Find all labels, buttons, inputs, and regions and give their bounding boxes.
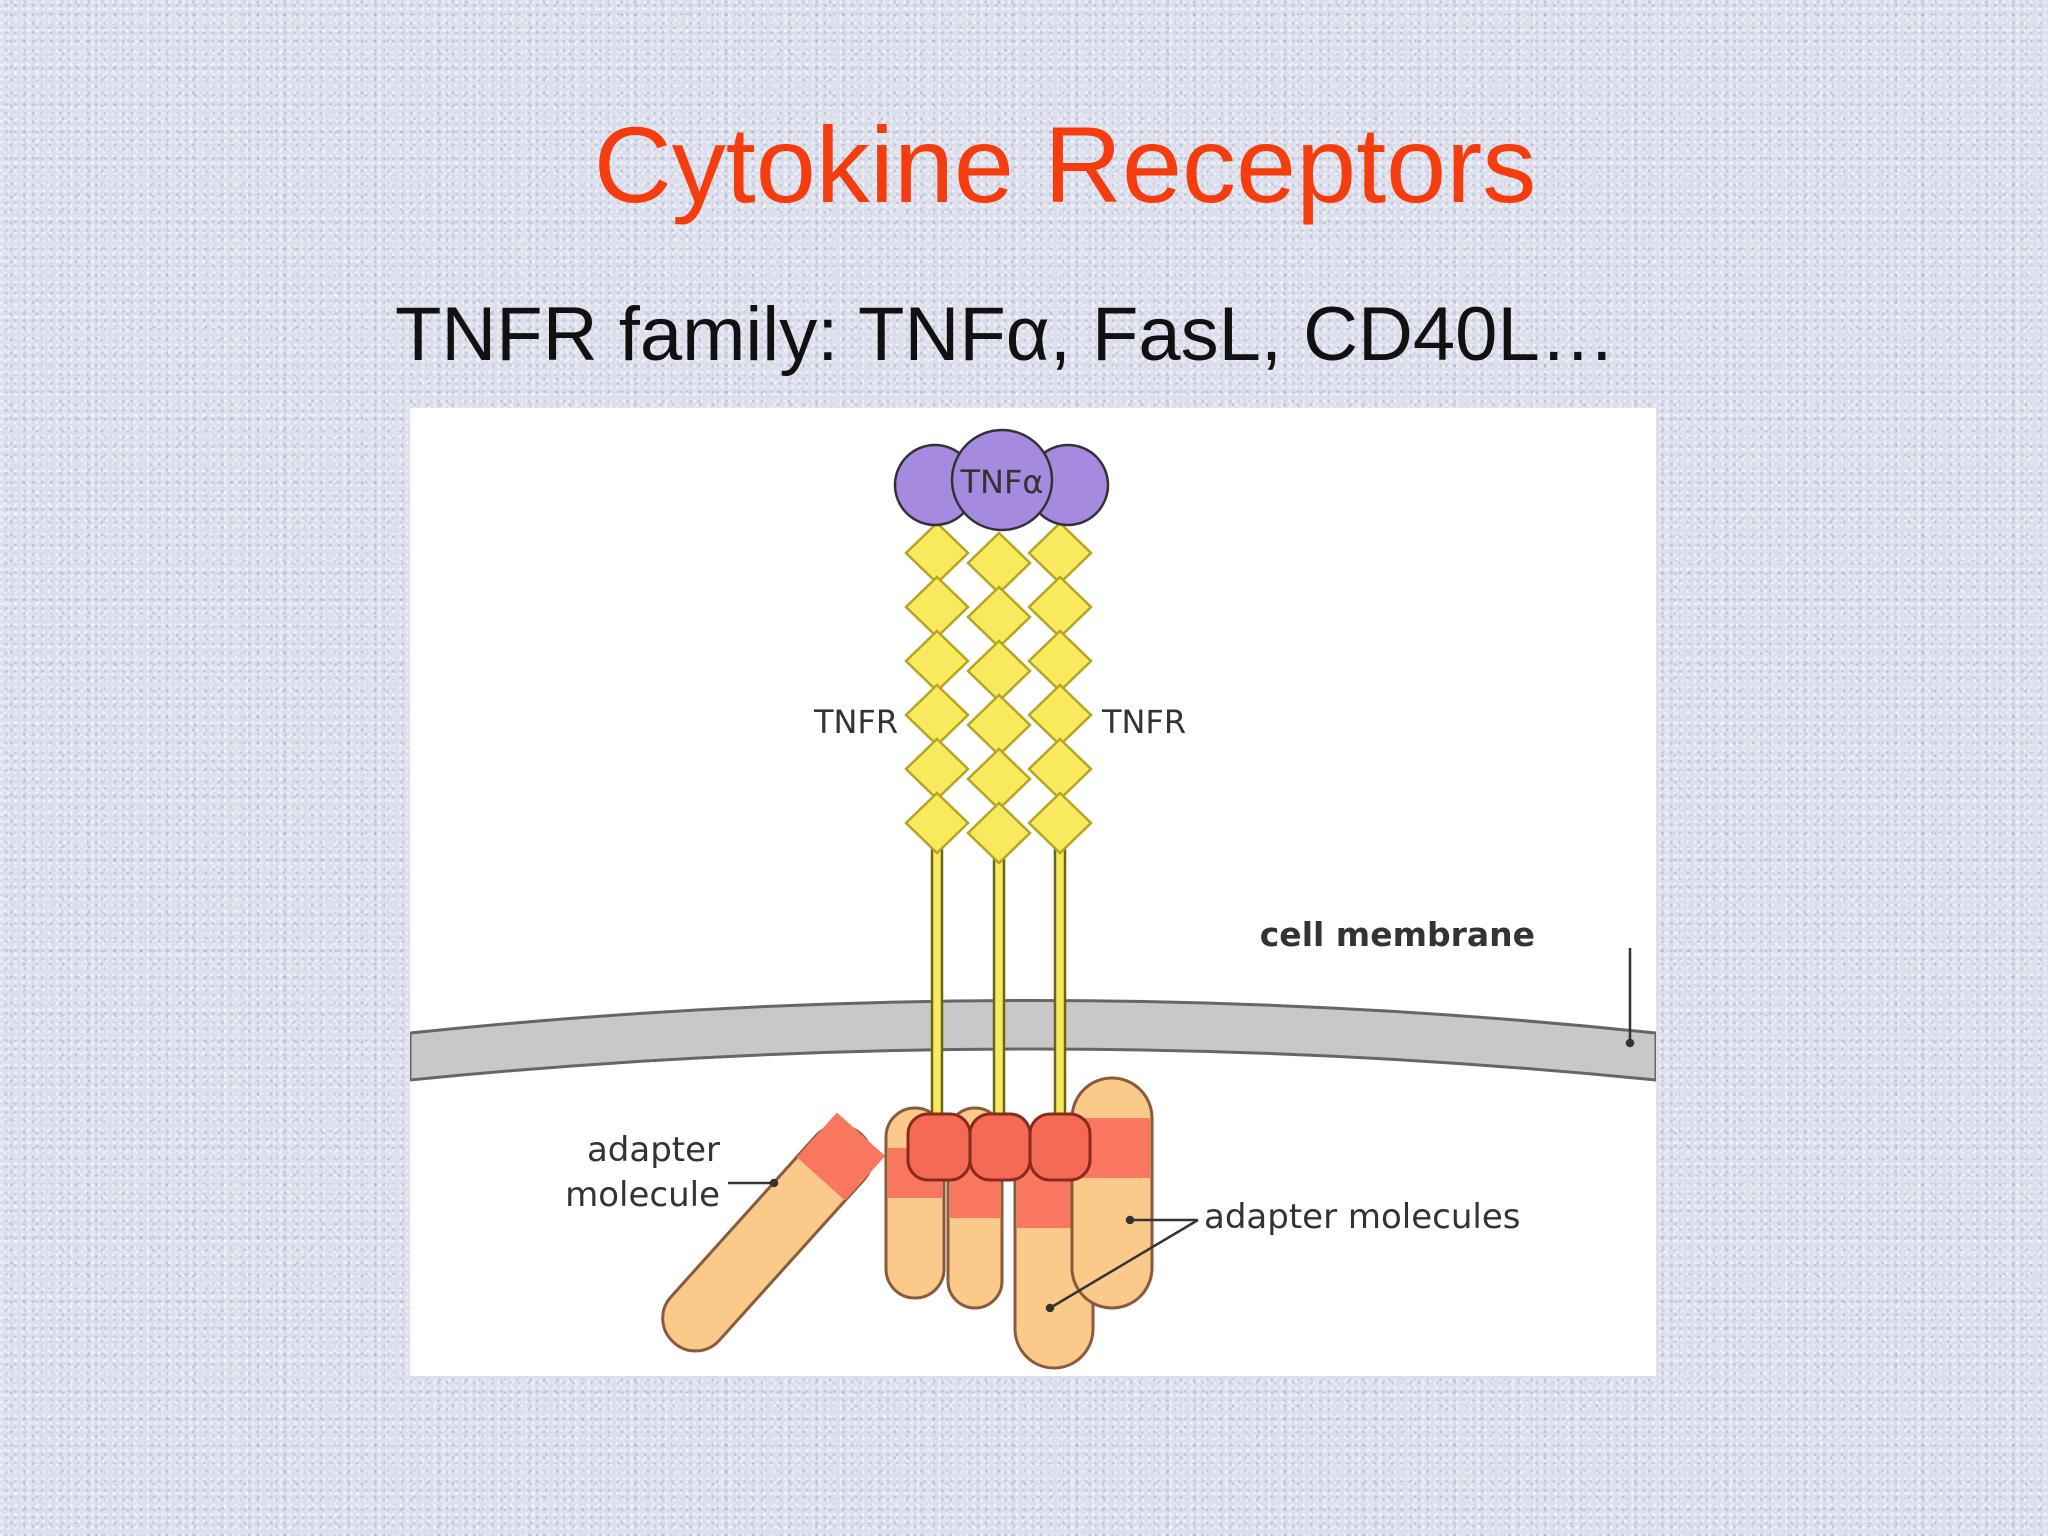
receptor-domain (966, 639, 1032, 703)
receptor-domain (966, 801, 1032, 865)
slide-subtitle: TNFR family: TNFα, FasL, CD40L… (395, 292, 1616, 377)
tnfr-label-left: TNFR (813, 703, 898, 741)
receptor-domain (966, 585, 1032, 649)
receptor-domain (966, 747, 1032, 811)
receptor-domain (904, 629, 970, 693)
receptor-domain (1027, 683, 1093, 747)
adapter-label-left-line1: adapter (587, 1130, 720, 1170)
receptor-domain (904, 737, 970, 801)
receptor-domain (966, 693, 1032, 757)
pointer-lines (728, 948, 1635, 1313)
receptor-stalks (930, 846, 1067, 1150)
receptor-domain (904, 521, 970, 585)
receptor-domain (1027, 791, 1093, 855)
receptor-domain (904, 791, 970, 855)
tnfr-diagram-svg: TNFα TNFR TNFR cell membrane adapter mol… (410, 428, 1656, 1370)
receptor-domain (1027, 521, 1093, 585)
receptor-domain (1027, 575, 1093, 639)
slide-title: Cytokine Receptors (593, 104, 1537, 225)
tnfr-diagram: TNFα TNFR TNFR cell membrane adapter mol… (410, 408, 1656, 1376)
tnfr-label-right: TNFR (1101, 703, 1186, 741)
ligand-label: TNFα (960, 463, 1044, 501)
tnf-alpha-ligand (893, 428, 1110, 532)
death-domains (906, 1112, 1092, 1182)
receptor-domain (1027, 629, 1093, 693)
receptor-domain (1027, 737, 1093, 801)
receptor-domain (904, 683, 970, 747)
receptor-domain (966, 531, 1032, 595)
adapter-label-right: adapter molecules (1204, 1197, 1520, 1237)
tnfr-receptor-domains (904, 521, 1093, 865)
cell-membrane-label: cell membrane (1260, 915, 1535, 954)
adapter-molecule-left (661, 1112, 886, 1353)
cell-membrane (410, 999, 1656, 1082)
adapter-molecule-right-high (1070, 1076, 1154, 1310)
receptor-domain (904, 575, 970, 639)
adapter-label-left-line2: molecule (565, 1175, 720, 1215)
